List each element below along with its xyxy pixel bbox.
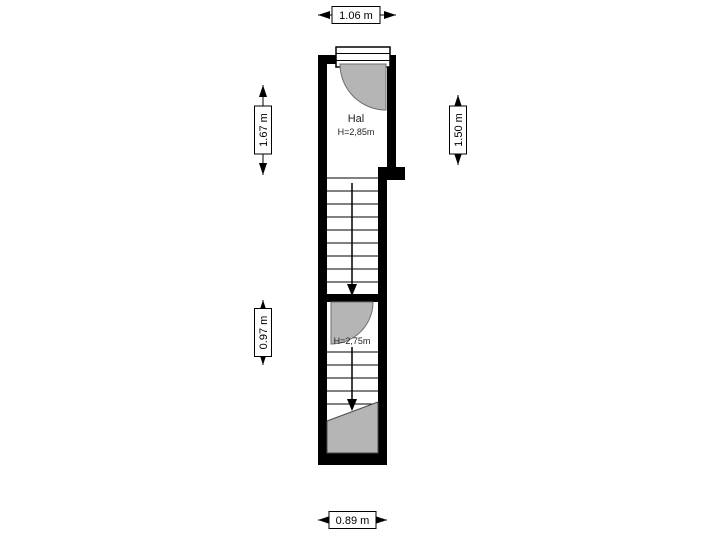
dimension-label-box xyxy=(449,105,467,155)
dimension-right-height: 1.50 m xyxy=(449,95,467,165)
dimension-top-width: 1.06 m xyxy=(318,6,396,24)
dimension-label: 0.97 m xyxy=(258,316,270,350)
wall-right-upper xyxy=(387,55,396,170)
dimension-label: 1.67 m xyxy=(258,113,270,147)
dimension-label-box xyxy=(328,511,377,529)
dimension-label-box xyxy=(254,308,272,357)
ceiling-height-label-hal: H=2,85m xyxy=(338,127,375,137)
dimension-label-box xyxy=(254,105,272,155)
dimension-bottom-width: 0.89 m xyxy=(318,511,387,529)
wall-mid-divider xyxy=(327,294,378,302)
dimension-left-lower-height: 0.97 m xyxy=(254,300,272,365)
wall-jog xyxy=(378,167,405,180)
wall-right-lower xyxy=(378,178,387,465)
dimension-label: 1.50 m xyxy=(453,113,465,147)
ceiling-height-label-lower: H=2,75m xyxy=(334,336,371,346)
wall-bottom xyxy=(318,453,387,465)
wall-left xyxy=(318,55,327,465)
room-label-hal: Hal xyxy=(348,113,365,125)
stair-direction-arrow-icon xyxy=(347,183,357,296)
dimension-label-box xyxy=(331,6,381,24)
dimension-label: 1.06 m xyxy=(339,10,373,22)
dimension-label: 0.89 m xyxy=(336,515,370,527)
stair-direction-arrow-icon xyxy=(347,347,357,411)
dimension-left-upper-height: 1.67 m xyxy=(254,85,272,175)
door-arc-icon xyxy=(330,301,374,345)
under-stair-shading xyxy=(326,401,379,454)
door-arc-icon xyxy=(339,63,387,111)
